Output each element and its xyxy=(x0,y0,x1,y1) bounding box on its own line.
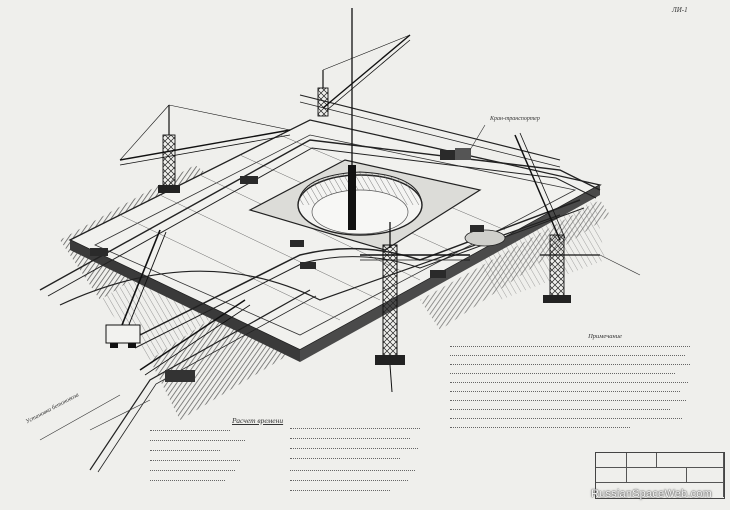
notes-scribble xyxy=(450,358,690,365)
notes-scribble xyxy=(450,421,630,428)
title-block xyxy=(595,452,725,499)
leader-lines xyxy=(39,124,641,441)
notes-scribble xyxy=(450,412,682,419)
calc-scribbles xyxy=(150,428,450,498)
tower-crane-top xyxy=(317,34,411,117)
boom-crane-lower xyxy=(139,299,251,382)
gantry-crane-left xyxy=(105,229,167,348)
notes-scribble xyxy=(450,367,675,374)
notes-scribble xyxy=(450,394,686,401)
crane-rail-tracks xyxy=(39,94,601,473)
crane-note: Кран-транспортер xyxy=(490,116,540,122)
launch-pit xyxy=(248,159,506,251)
vehicles xyxy=(90,148,484,278)
sheet-number: ЛИ-1 xyxy=(672,6,688,14)
central-mast xyxy=(348,8,356,230)
calc-title: Расчет времени xyxy=(232,416,284,425)
notes-scribble xyxy=(450,349,685,356)
notes-title: Примечание xyxy=(588,333,622,340)
notes-scribble xyxy=(450,385,680,392)
watermark: RussianSpaceWeb.com xyxy=(591,488,712,500)
notes-scribble xyxy=(450,376,688,383)
tower-crane-right xyxy=(514,132,600,303)
tower-crane-front xyxy=(360,222,470,393)
notes-block: Примечание xyxy=(450,333,700,430)
notes-scribble xyxy=(450,340,690,347)
tower-crane-left xyxy=(119,104,291,193)
notes-scribble xyxy=(450,403,670,410)
